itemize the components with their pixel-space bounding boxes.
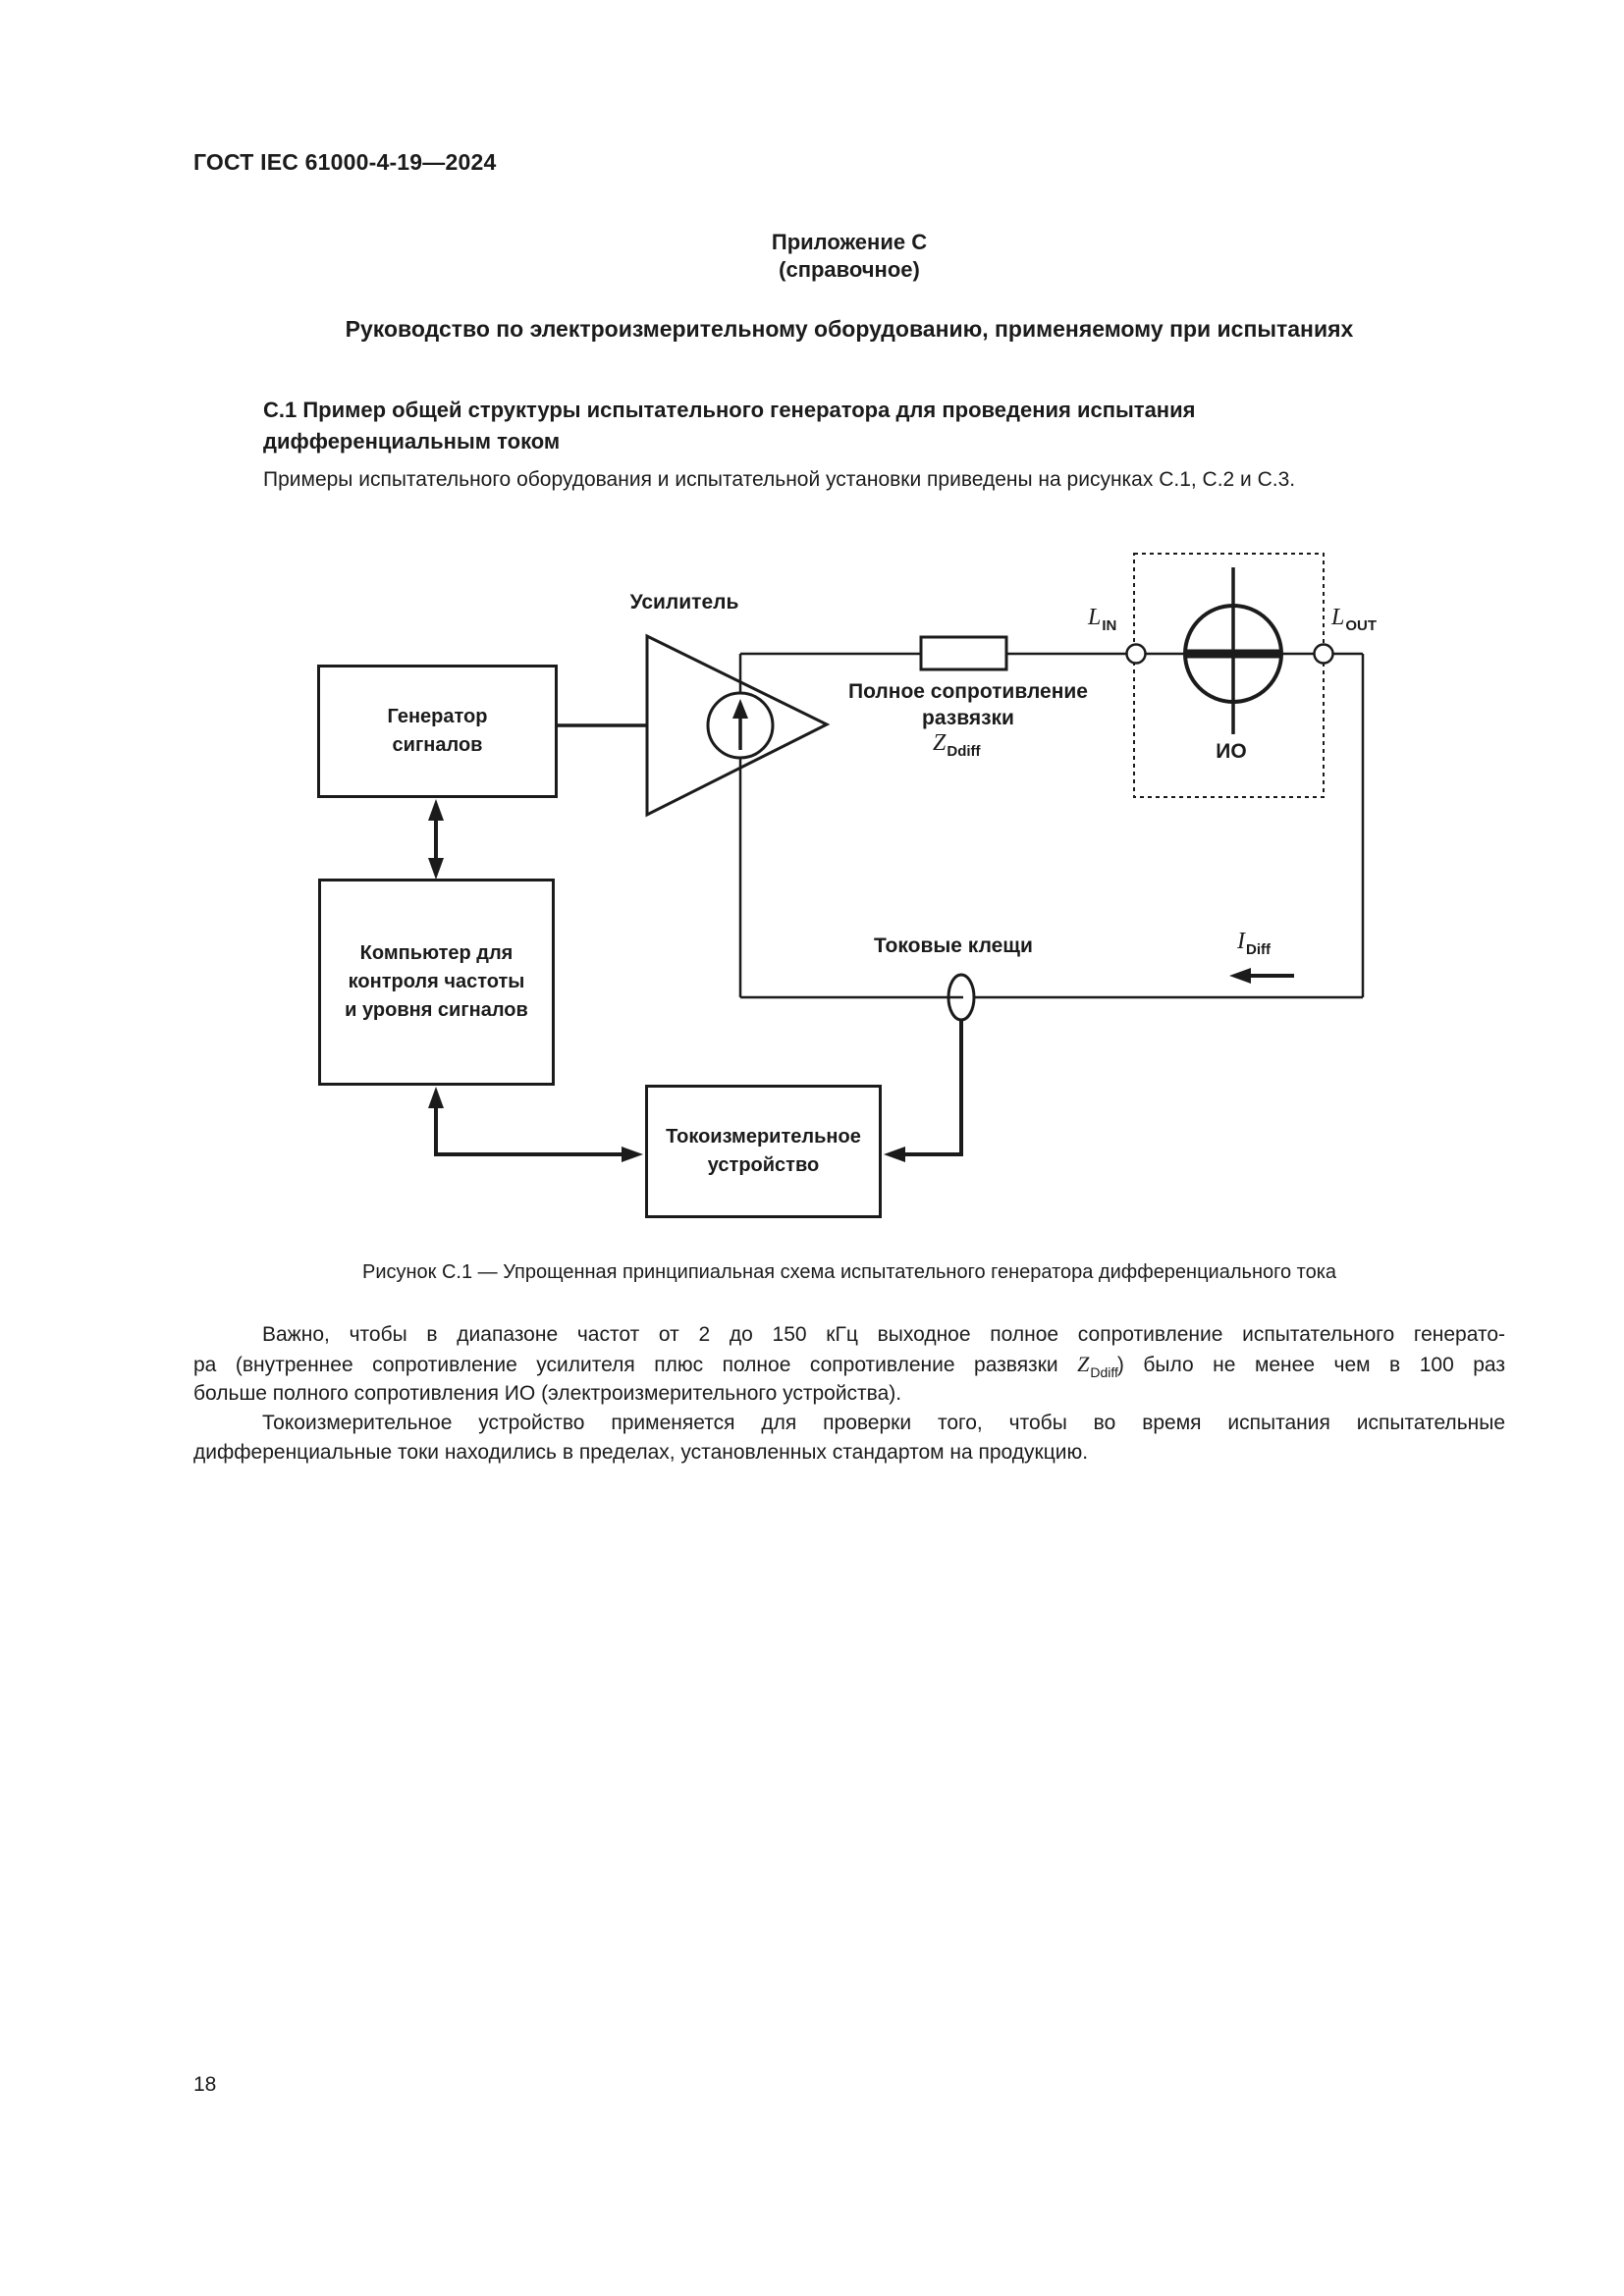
current-symbol-base: I [1237,929,1245,954]
l-in-base: L [1088,605,1102,630]
impedance-symbol: ZDdiff [933,730,981,760]
page-header: ГОСТ IEC 61000-4-19—2024 [193,149,497,175]
current-symbol: IDiff [1237,929,1271,958]
l-out-base: L [1331,605,1345,630]
l-in-label: LIN [1088,605,1117,634]
paragraph-line: Токоизмерительное устройство применяется… [262,1412,1505,1434]
current-symbol-sub: Diff [1246,941,1271,958]
arrow-up-icon [428,799,444,821]
paragraph-line: ра (внутреннее сопротивление усилителя п… [193,1350,1505,1381]
impedance-symbol-sub: Ddiff [1090,1364,1118,1380]
section-heading: С.1 Пример общей структуры испытательног… [263,395,1510,457]
amplifier-label: Усилитель [629,591,739,614]
arrow-down-icon [428,858,444,880]
section-heading-line2: дифференциальным током [263,429,561,454]
meter-label-line: Токоизмерительное [666,1126,861,1148]
arrow-left-icon [884,1147,905,1162]
signal-generator-box: Генератор сигналов [317,665,558,798]
computer-box: Компьютер для контроля частоты и уровня … [318,879,555,1086]
impedance-symbol-base: Z [1077,1352,1090,1376]
arrow-up-icon [428,1087,444,1108]
computer-label-line: Компьютер для [359,942,514,964]
amplifier-triangle-icon [645,633,831,818]
document-title: Руководство по электроизмерительному обо… [345,316,1354,342]
source-arrow-head [732,699,748,719]
generator-label-line: сигналов [392,734,483,756]
computer-meter-link [434,1101,628,1156]
clamp-label: Токовые клещи [874,934,1033,957]
paragraph-text: ) было не менее чем в 100 раз [1116,1354,1505,1376]
impedance-label-line: развязки [922,707,1014,729]
page-number: 18 [193,2073,217,2096]
figure-caption: Рисунок С.1 — Упрощенная принципиальная … [361,1261,1337,1283]
current-measuring-device-box: Токоизмерительное устройство [645,1085,882,1218]
arrow-left-icon [1229,968,1251,984]
computer-label-line: контроля частоты [348,971,525,992]
paragraph-line: больше полного сопротивления ИО (электро… [193,1382,902,1405]
clamp-meter-link [898,1021,963,1156]
section-heading-line1: С.1 Пример общей структуры испытательног… [263,398,1196,422]
impedance-label-line: Полное сопротивление [848,680,1088,703]
generator-label-line: Генератор [387,706,488,727]
impedance-symbol-sub: Ddiff [947,743,981,760]
impedance-symbol-base: Z [933,730,947,756]
l-in-sub: IN [1102,617,1117,634]
l-out-label: LOUT [1331,605,1378,634]
l-out-sub: OUT [1345,617,1378,634]
arrow-right-icon [622,1147,643,1162]
impedance-label: Полное сопротивление развязки [839,678,1097,731]
appendix-label: Приложение С [771,230,928,254]
terminal-in-icon [1125,643,1147,665]
appendix-note: (справочное) [779,257,920,282]
paragraph-line: дифференциальные токи находились в преде… [193,1441,1089,1464]
eut-dashed-box [1133,553,1325,798]
eut-label: ИО [1216,740,1247,763]
meter-label-line: устройство [707,1154,820,1176]
section-intro: Примеры испытательного оборудования и ис… [263,468,1296,491]
resistor-symbol [919,635,1008,671]
paragraph-text: ра (внутреннее сопротивление усилителя п… [193,1354,1078,1376]
computer-label-line: и уровня сигналов [345,999,528,1021]
terminal-out-icon [1313,643,1334,665]
paragraph-line: Важно, чтобы в диапазоне частот от 2 до … [262,1323,1505,1346]
